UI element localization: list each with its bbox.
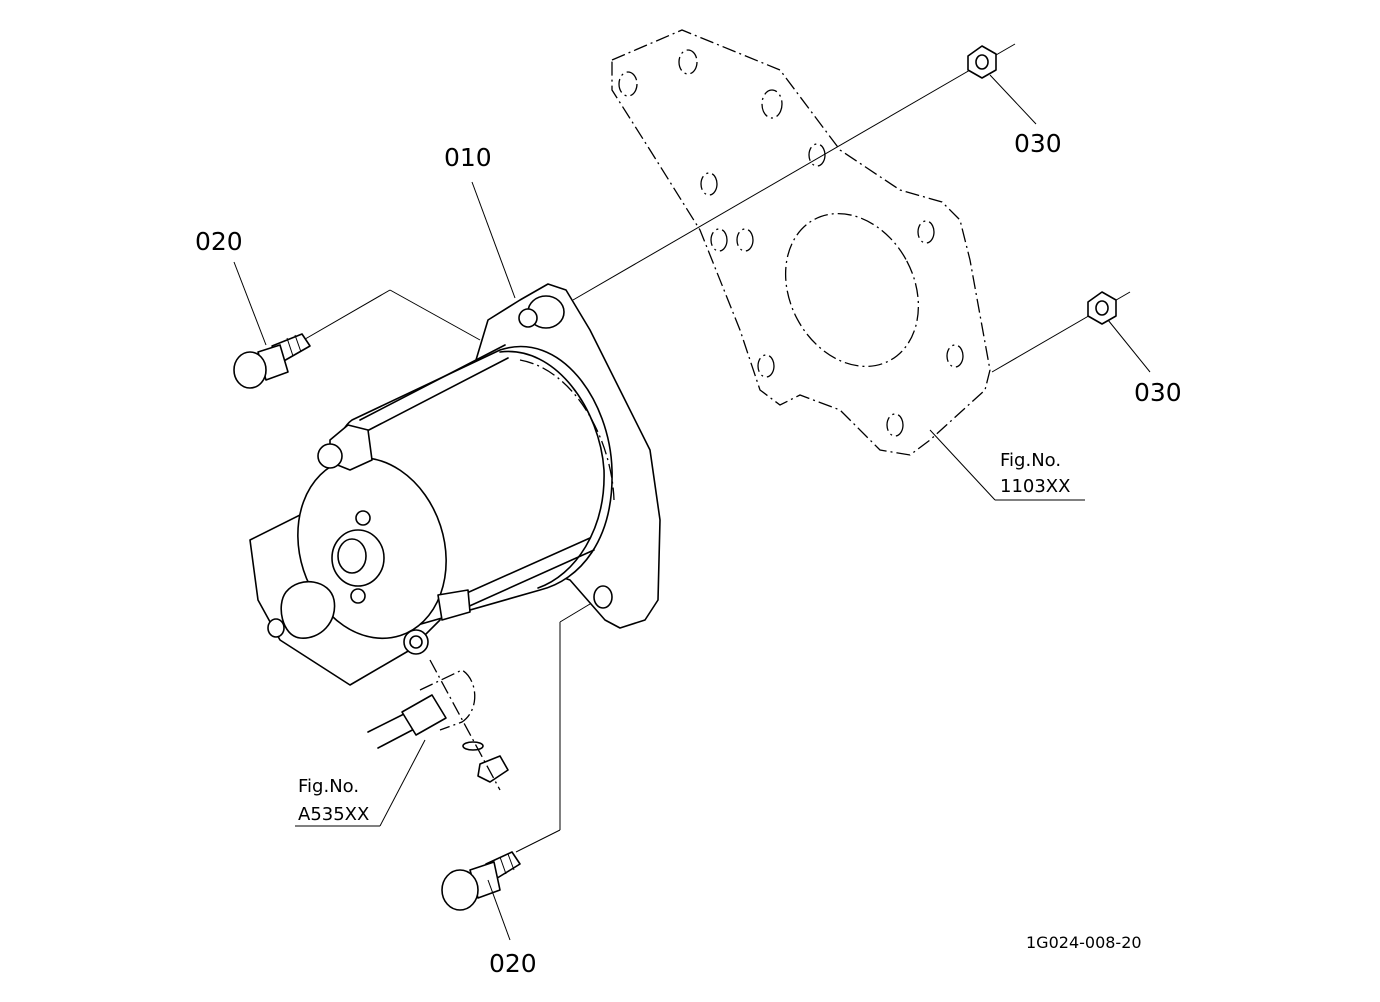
fig-number-plate: 1103XX [1000, 476, 1070, 497]
starter-motor [249, 283, 661, 686]
nut-middle [1087, 291, 1117, 325]
callout-010: 010 [444, 143, 492, 172]
axis-lines [299, 43, 1131, 853]
drawing-id: 1G024-008-20 [1026, 933, 1142, 952]
nut-upper [967, 45, 997, 79]
fig-label-plate: Fig.No. [1000, 450, 1061, 471]
callout-030-top: 030 [1014, 129, 1062, 158]
bolt-lower [441, 851, 521, 911]
bolt-upper [233, 333, 311, 389]
adapter-plate-phantom [611, 29, 1085, 501]
fig-number-cable: A535XX [298, 804, 369, 825]
callout-020-bottom: 020 [489, 949, 537, 978]
callout-020-top: 020 [195, 227, 243, 256]
callout-leaders [233, 74, 1151, 941]
fig-label-cable: Fig.No. [298, 776, 359, 797]
callout-030-middle: 030 [1134, 378, 1182, 407]
starter-cable [295, 659, 509, 827]
